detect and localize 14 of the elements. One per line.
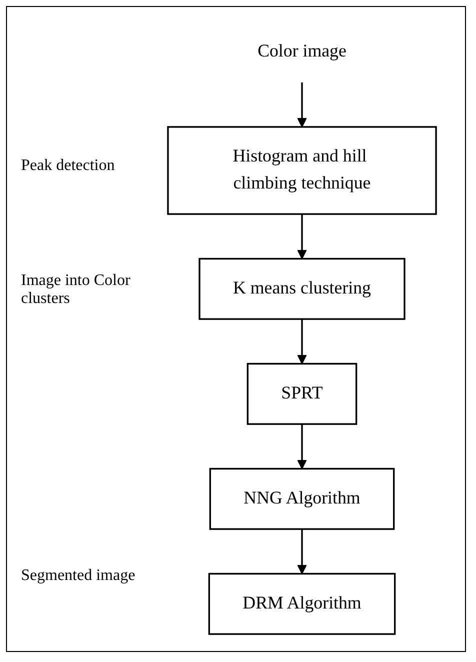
node-box: Histogram and hill climbing technique [167,126,437,215]
annotation-text: Peak detection [21,157,116,175]
arrow [297,319,307,364]
node-box: NNG Algorithm [209,468,395,530]
node-text: Color image [258,42,346,62]
arrow [297,82,307,128]
annotation-text: Image into Color clusters [21,272,132,308]
node-box: DRM Algorithm [208,572,396,635]
arrow [297,424,307,470]
node-box: SPRT [246,362,358,425]
annotation-text: Segmented image [21,567,136,585]
arrow [297,214,307,260]
arrow [297,529,307,574]
node-box: K means clustering [198,258,406,320]
